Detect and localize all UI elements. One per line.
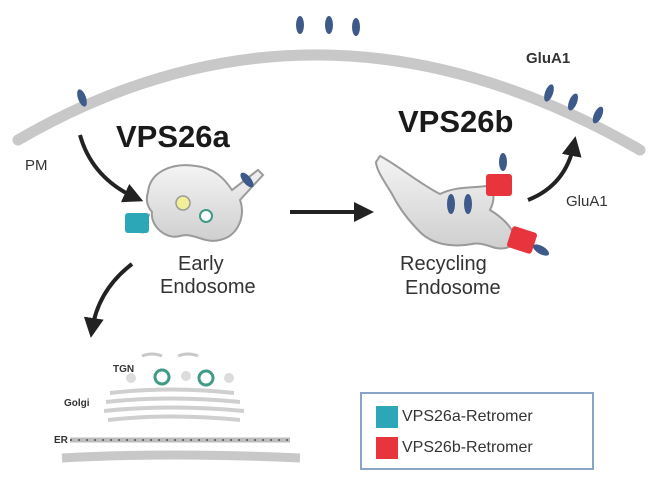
legend-item-vps26a: VPS26a-Retromer — [376, 404, 533, 430]
membrane-receptors — [77, 16, 604, 124]
exocytosis-arrow — [527, 136, 582, 202]
tgn-label: TGN — [113, 364, 134, 375]
tgn-vesicle — [197, 369, 215, 387]
vps26b-retromer-icon — [507, 226, 537, 254]
early-endosome — [125, 164, 265, 242]
endocytosis-arrow — [78, 134, 144, 203]
receptor-icon — [77, 89, 87, 107]
retrograde-arrow — [83, 262, 134, 338]
vps26b-label: VPS26b — [398, 104, 513, 139]
vps26a-swatch-icon — [376, 406, 398, 428]
receptor-icon — [296, 16, 304, 34]
receptor-icon — [544, 84, 554, 102]
tgn-vesicle — [181, 371, 191, 381]
receptor-icon — [240, 172, 254, 188]
er-label: ER — [54, 435, 69, 446]
legend-item-vps26b: VPS26b-Retromer — [376, 435, 533, 461]
cargo-vesicle — [199, 209, 213, 223]
tgn-golgi-er: TGN Golgi ER — [54, 352, 301, 463]
receptor-icon — [567, 93, 579, 111]
cargo-vesicle — [175, 195, 191, 211]
plasma-membrane — [12, 49, 646, 156]
legend-label-vps26b: VPS26b-Retromer — [402, 439, 533, 456]
vps26b-retromer-icon — [486, 174, 512, 196]
tgn-vesicle — [153, 368, 171, 386]
vps26a-retromer-icon — [125, 213, 149, 233]
tgn-vesicle — [224, 373, 234, 383]
tgn-vesicle — [126, 373, 136, 383]
glua1-top-label: GluA1 — [526, 50, 570, 67]
golgi-label: Golgi — [64, 398, 90, 409]
recycling-endosome-label-1: Recycling — [400, 253, 487, 275]
receptor-icon — [325, 16, 333, 34]
vps26b-swatch-icon — [376, 437, 398, 459]
receptor-icon — [592, 106, 604, 124]
vps26a-label: VPS26a — [116, 119, 231, 154]
receptor-icon — [464, 194, 472, 214]
receptor-icon — [499, 153, 507, 171]
receptor-icon — [447, 194, 455, 214]
glua1-side-label: GluA1 — [566, 193, 608, 210]
pm-label: PM — [25, 157, 48, 174]
early-endosome-label-1: Early — [178, 253, 224, 275]
recycling-endosome — [374, 153, 550, 256]
legend: VPS26a-Retromer VPS26b-Retromer — [360, 392, 594, 470]
receptor-icon — [532, 244, 550, 256]
legend-label-vps26a: VPS26a-Retromer — [402, 408, 533, 425]
early-endosome-label-2: Endosome — [160, 276, 256, 298]
recycling-endosome-label-2: Endosome — [405, 277, 501, 299]
receptor-icon — [352, 18, 360, 36]
